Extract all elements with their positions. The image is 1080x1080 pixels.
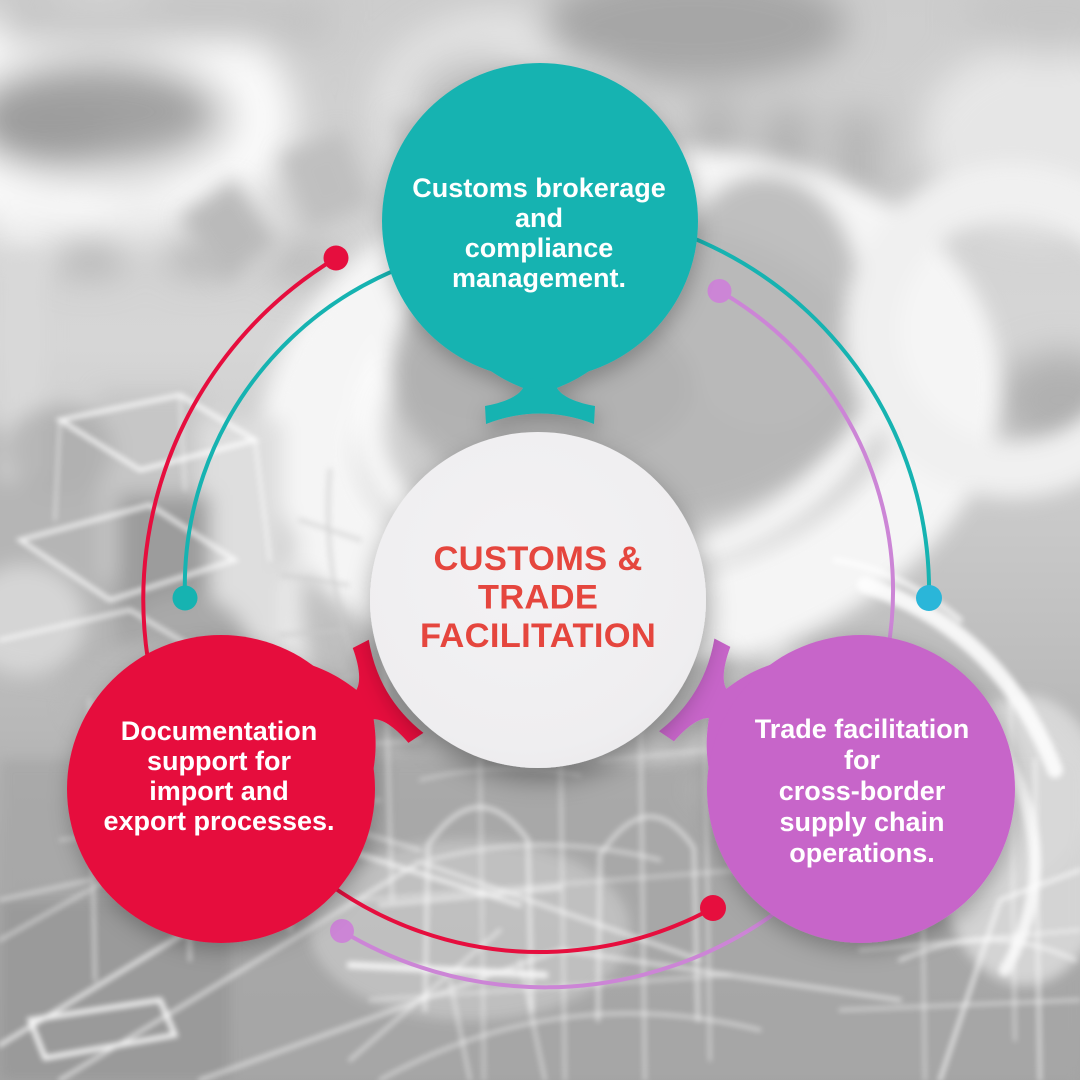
svg-text:Trade facilitation: Trade facilitation xyxy=(755,714,970,744)
svg-text:supply chain: supply chain xyxy=(779,807,944,837)
svg-text:management.: management. xyxy=(452,263,626,293)
svg-text:operations.: operations. xyxy=(789,838,935,868)
svg-text:export processes.: export processes. xyxy=(103,806,334,836)
svg-text:Documentation: Documentation xyxy=(121,716,318,746)
svg-text:cross-border: cross-border xyxy=(779,776,946,806)
svg-text:FACILITATION: FACILITATION xyxy=(420,617,656,655)
svg-text:support for: support for xyxy=(147,746,291,776)
svg-text:for: for xyxy=(844,745,880,775)
svg-text:CUSTOMS &: CUSTOMS & xyxy=(433,540,642,578)
svg-text:import and: import and xyxy=(149,776,289,806)
svg-text:Customs brokerage: Customs brokerage xyxy=(412,173,666,203)
svg-text:TRADE: TRADE xyxy=(478,579,598,617)
svg-text:compliance: compliance xyxy=(465,233,614,263)
svg-text:and: and xyxy=(515,203,563,233)
